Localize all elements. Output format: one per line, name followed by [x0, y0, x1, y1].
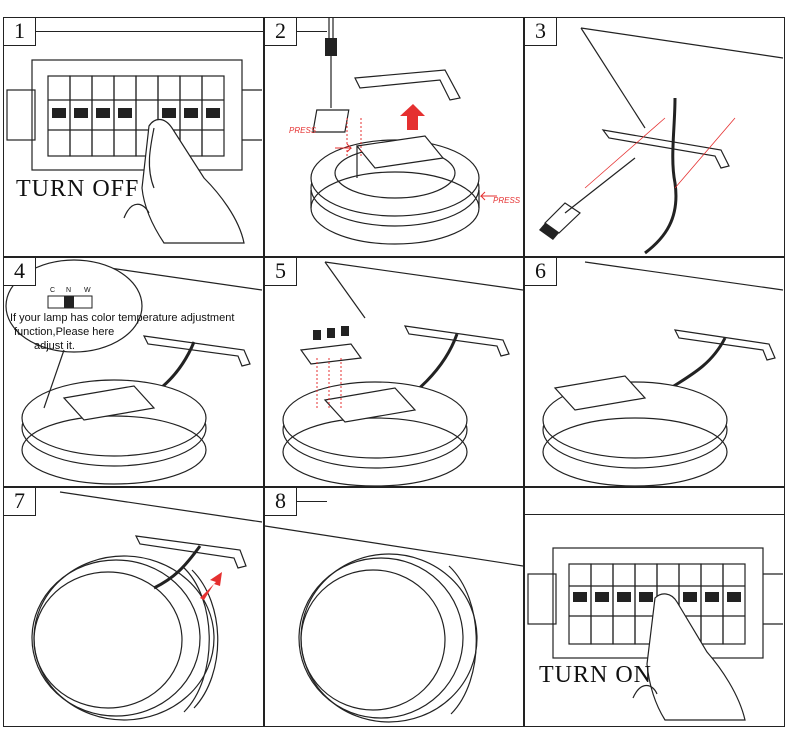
- switch-label-n: N: [66, 287, 72, 294]
- panel-number: 1: [4, 18, 36, 46]
- color-temp-note-line-1: If your lamp has color temperature adjus…: [10, 312, 235, 324]
- panel-number: 7: [4, 488, 36, 516]
- panel-number: 3: [525, 18, 557, 46]
- panel-number: 5: [265, 258, 297, 286]
- panel-6: 6: [524, 257, 785, 487]
- breaker-on-illustration: [527, 547, 783, 721]
- panel-3: 3: [524, 17, 785, 257]
- lamp-open-illustration: [310, 18, 497, 245]
- panel-header-line: [297, 501, 327, 502]
- press-label-left: PRESS: [289, 126, 317, 135]
- panel-number: 4: [4, 258, 36, 286]
- switch-label-w: W: [84, 287, 91, 294]
- switch-label-c: C: [50, 287, 56, 294]
- cover-plate-illustration: [282, 261, 523, 486]
- breaker-illustration: [6, 59, 262, 244]
- wiring-illustration: [5, 259, 263, 485]
- turn-off-label: TURN OFF: [16, 176, 140, 202]
- lamp-attach-illustration: [31, 491, 263, 721]
- panel-number: 2: [265, 18, 297, 46]
- panel-4: 4 C N W If your lamp has color temperatu…: [3, 257, 264, 487]
- bracket-mount-illustration: [539, 27, 784, 255]
- press-label-right: PRESS: [493, 196, 521, 205]
- lamp-installed-illustration: [265, 525, 523, 723]
- panel-header-line: [297, 31, 327, 32]
- color-temp-note-line-2: function,Please here: [14, 326, 115, 338]
- panel-1: 1: [3, 17, 264, 257]
- panel-5: 5: [264, 257, 524, 487]
- panel-number: 8: [265, 488, 297, 516]
- turn-on-label: TURN ON: [539, 662, 652, 688]
- panel-header-line: [525, 514, 784, 515]
- panel-8: 8: [264, 487, 524, 727]
- panel-2: 2: [264, 17, 524, 257]
- wire-tucked-illustration: [542, 261, 784, 486]
- panel-9: TURN ON: [524, 487, 785, 727]
- panel-number: 6: [525, 258, 557, 286]
- panel-header-line: [36, 31, 263, 32]
- color-temp-note-line-3: adjust it.: [34, 340, 75, 352]
- panel-7: 7: [3, 487, 264, 727]
